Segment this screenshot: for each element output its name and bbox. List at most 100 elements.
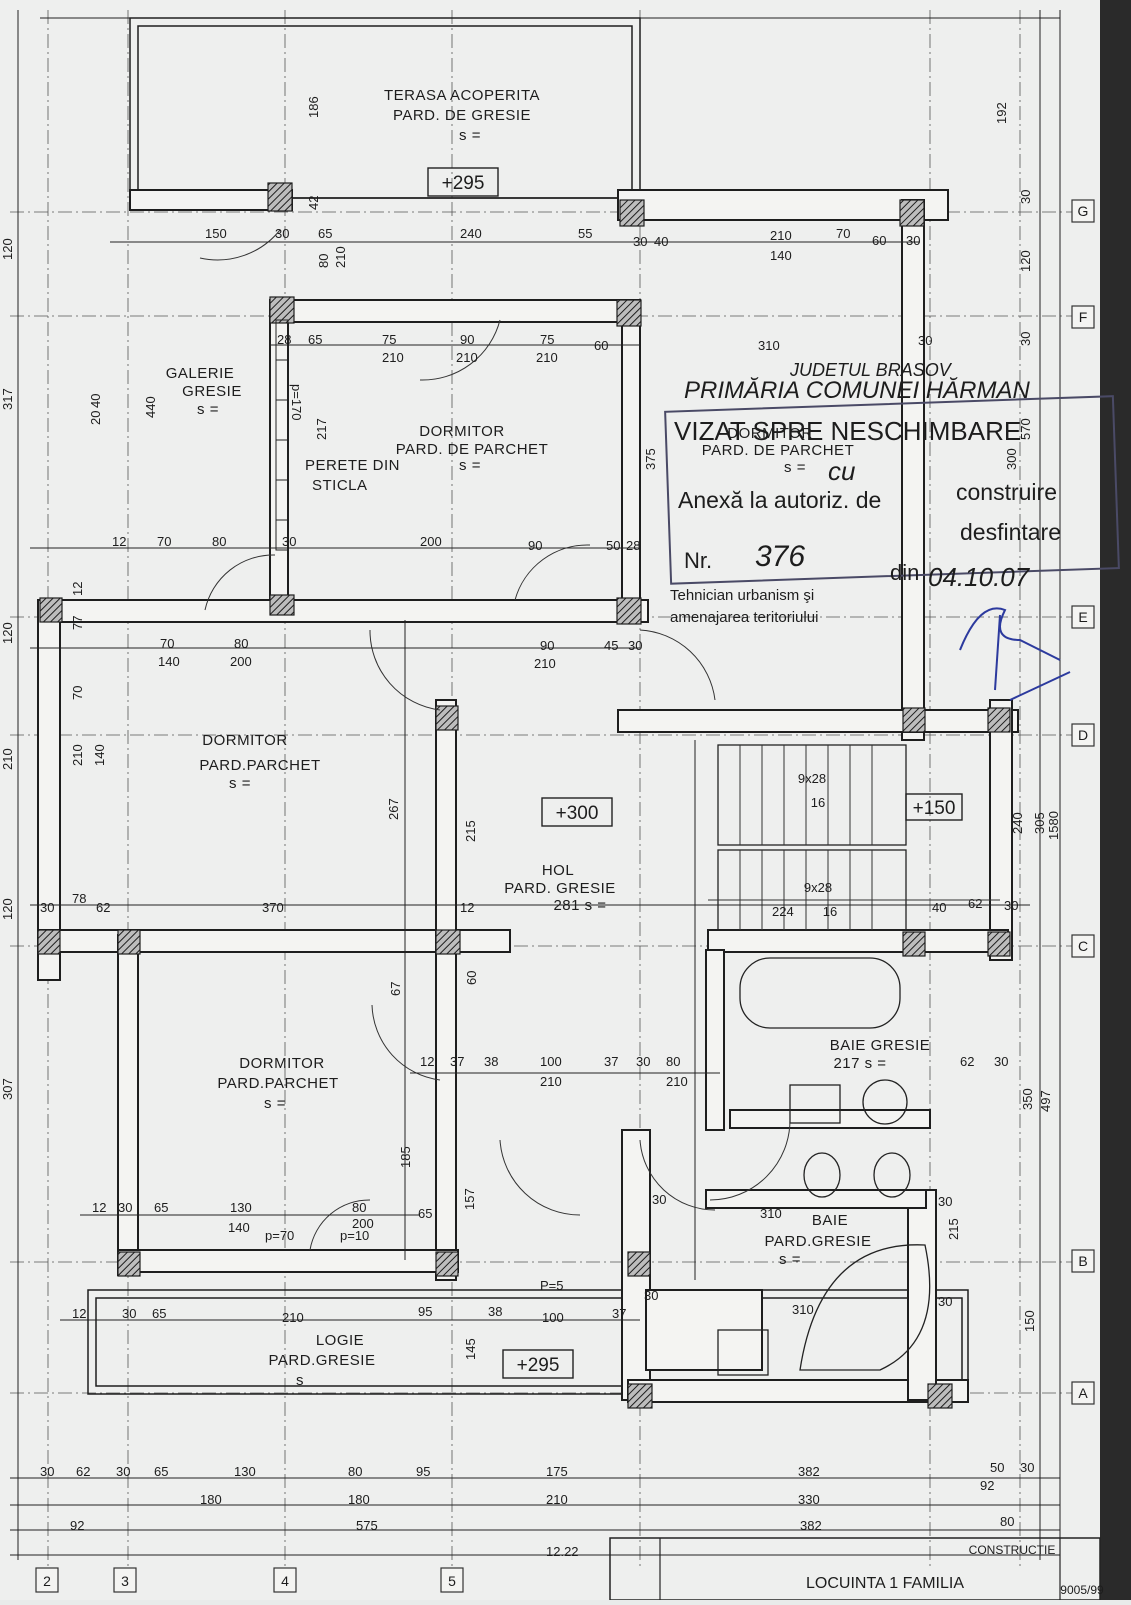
room-name-bath-upper: BAIE GRESIE: [830, 1037, 931, 1054]
dim: 65: [308, 332, 322, 347]
dim: 330: [798, 1492, 820, 1507]
axis-5: 5: [448, 1573, 456, 1589]
axis-g: G: [1078, 203, 1089, 219]
dim: 30: [116, 1464, 130, 1479]
door-label: P=5: [540, 1278, 564, 1293]
dim: 180: [348, 1492, 370, 1507]
dim: 40: [88, 394, 103, 408]
axis-a: A: [1078, 1385, 1088, 1401]
room-labels: TERASA ACOPERITA PARD. DE GRESIE s = GAL…: [166, 87, 931, 1389]
dim: 45: [604, 638, 618, 653]
dim: 50: [990, 1460, 1004, 1475]
dim: 140: [770, 248, 792, 263]
axis-d: D: [1078, 727, 1088, 743]
dim: 120: [0, 898, 15, 920]
door-swings: [199, 229, 791, 1251]
dim: 37: [604, 1054, 618, 1069]
dim: 210: [540, 1074, 562, 1089]
dim: 210: [534, 656, 556, 671]
room-area-bath-upper: 217 s =: [833, 1055, 886, 1072]
dim: 40: [932, 900, 946, 915]
dim: 55: [578, 226, 592, 241]
dim: 575: [356, 1518, 378, 1533]
room-name-loggia: LOGIE: [316, 1332, 364, 1349]
dim: 192: [994, 102, 1009, 124]
dim: 100: [540, 1054, 562, 1069]
dim: 267: [386, 798, 401, 820]
stamp-annex-a: Anexă la autoriz. de: [678, 487, 881, 513]
dim: 75: [382, 332, 396, 347]
dim: 440: [143, 396, 158, 418]
stamp-handwritten-date: 04.10.07: [928, 562, 1031, 592]
room-floor-bedroom-north: PARD. DE PARCHET: [396, 441, 548, 458]
dim: 210: [666, 1074, 688, 1089]
door-label: p=170: [289, 384, 304, 421]
dim: 210: [382, 350, 404, 365]
dim: 37: [450, 1054, 464, 1069]
dim: 12: [92, 1200, 106, 1215]
dim: 210: [770, 228, 792, 243]
dim: 62: [960, 1054, 974, 1069]
stair-flight-2: 9x28: [804, 880, 832, 895]
dim: 140: [228, 1220, 250, 1235]
sheet-edge-shadow: [1100, 0, 1131, 1600]
dim: 185: [398, 1146, 413, 1168]
stair-flight-1: 9x28: [798, 771, 826, 786]
dim: 80: [234, 636, 248, 651]
dim: 130: [230, 1200, 252, 1215]
dim: 30: [40, 900, 54, 915]
axis-c: C: [1078, 938, 1088, 954]
elevation-markers: +295 +300 +150 +295: [427, 167, 963, 1379]
stamp-title: VIZAT SPRE NESCHIMBARE: [674, 416, 1021, 446]
dim: 570: [1018, 418, 1033, 440]
stamp-din-label: din: [890, 560, 919, 585]
dim: 224: [772, 904, 794, 919]
dim: 30: [282, 534, 296, 549]
stamp-handwritten-number: 376: [755, 540, 805, 573]
room-area-terrace: s =: [459, 127, 481, 144]
dim: 67: [388, 982, 403, 996]
dim: 65: [318, 226, 332, 241]
dim: 90: [528, 538, 542, 553]
dim: 30: [1004, 898, 1018, 913]
room-floor-gallery: GRESIE: [182, 383, 242, 400]
dim: 38: [488, 1304, 502, 1319]
room-area-bedroom-north: s =: [459, 457, 481, 474]
approval-stamp: JUDETUL BRASOV PRIMĂRIA COMUNEI HĂRMAN V…: [664, 360, 1120, 701]
dim: 62: [968, 896, 982, 911]
glass-wall-label: PERETE DIN: [305, 457, 400, 474]
dim: 210: [282, 1310, 304, 1325]
dim: 200: [230, 654, 252, 669]
axis-bubbles-bottom: 2 3 4 5: [35, 1567, 464, 1593]
dim: 60: [872, 233, 886, 248]
glass-wall-label-2: STICLA: [312, 477, 368, 494]
axis-2: 2: [43, 1573, 51, 1589]
dim: 80: [666, 1054, 680, 1069]
stamp-nr-label: Nr.: [684, 548, 712, 573]
dim: 12: [72, 1306, 86, 1321]
room-name-gallery: GALERIE: [166, 365, 235, 382]
room-name-bedroom-east: DORMITOR: [727, 425, 812, 442]
dimension-labels: 150 30 65 240 55 30 40 210 140 70 60 30 …: [0, 96, 1061, 1559]
glass-wall: [275, 319, 289, 551]
dim: 120: [1018, 250, 1033, 272]
stamp-annex-b2: desfintare: [960, 519, 1061, 545]
dim: 150: [1022, 1310, 1037, 1332]
dim: 215: [463, 820, 478, 842]
dim: 65: [152, 1306, 166, 1321]
room-area-bedroom-east: s =: [784, 459, 806, 476]
dim: 90: [460, 332, 474, 347]
elevation-hall: +300: [556, 803, 599, 824]
staircase: [708, 744, 1000, 931]
bathroom-fixtures: [717, 957, 931, 1376]
stair-labels: 9x28 16 9x28 16: [798, 771, 837, 919]
dim: 62: [76, 1464, 90, 1479]
room-name-bedroom-north: DORMITOR: [419, 423, 504, 440]
dim: 70: [70, 686, 85, 700]
dim: 30: [994, 1054, 1008, 1069]
dim: 210: [536, 350, 558, 365]
dim: 200: [352, 1216, 374, 1231]
stamp-tech-1: Tehnician urbanism şi: [670, 587, 814, 604]
axis-b: B: [1078, 1253, 1087, 1269]
